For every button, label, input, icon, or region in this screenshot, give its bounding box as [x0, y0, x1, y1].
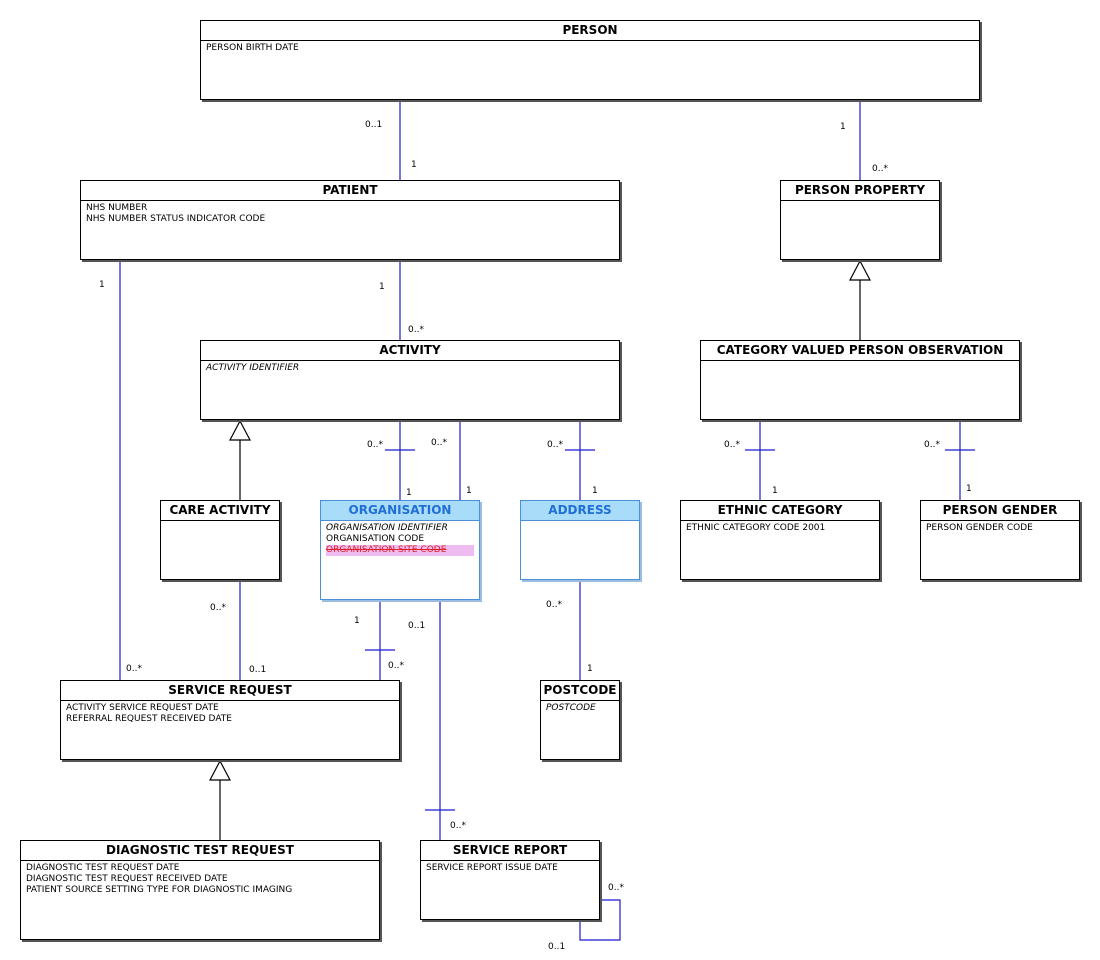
entity-person[interactable]: PERSON PERSON BIRTH DATE [200, 20, 980, 100]
entity-attributes: ACTIVITY IDENTIFIER [201, 361, 619, 376]
multiplicity-to-care-activity-service-request: 0..1 [249, 665, 267, 675]
multiplicity-from-activity-organisation-b: 0..* [431, 438, 447, 448]
generalization-arrow-icon [849, 259, 871, 281]
multiplicity-to-patient-service-request: 0..* [126, 664, 142, 674]
entity-attributes: PERSON GENDER CODE [921, 521, 1079, 536]
entity-care-activity[interactable]: CARE ACTIVITY [160, 500, 280, 580]
entity-service-report[interactable]: SERVICE REPORT SERVICE REPORT ISSUE DATE [420, 840, 600, 920]
multiplicity-from-service-report-self: 0..* [608, 883, 624, 893]
entity-attribute: ACTIVITY SERVICE REQUEST DATE [66, 703, 219, 713]
entity-title: ACTIVITY [201, 341, 619, 361]
entity-title: PATIENT [81, 181, 619, 201]
entity-title: SERVICE REQUEST [61, 681, 399, 701]
multiplicity-to-organisation-service-request: 0..* [388, 661, 404, 671]
entity-postcode[interactable]: POSTCODE POSTCODE [540, 680, 620, 760]
entity-attributes [701, 361, 1019, 365]
multiplicity-to-address-postcode: 1 [587, 664, 593, 674]
entity-attribute: ORGANISATION SITE CODE [326, 545, 474, 556]
entity-ethnic-category[interactable]: ETHNIC CATEGORY ETHNIC CATEGORY CODE 2001 [680, 500, 880, 580]
entity-title: CATEGORY VALUED PERSON OBSERVATION [701, 341, 1019, 361]
entity-attribute: DIAGNOSTIC TEST REQUEST DATE [26, 863, 180, 873]
multiplicity-to-person-person-property: 0..* [872, 164, 888, 174]
multiplicity-to-organisation-service-report: 0..* [450, 821, 466, 831]
entity-attribute: PERSON BIRTH DATE [206, 43, 299, 53]
multiplicity-from-organisation-service-request: 1 [354, 616, 360, 626]
multiplicity-from-observation-person-gender: 0..* [924, 440, 940, 450]
multiplicity-to-activity-organisation-a: 1 [406, 488, 412, 498]
entity-title: ETHNIC CATEGORY [681, 501, 879, 521]
multiplicity-from-organisation-service-report: 0..1 [408, 621, 426, 631]
multiplicity-from-patient-activity: 1 [379, 282, 385, 292]
multiplicity-from-patient-service-request: 1 [99, 280, 105, 290]
entity-attributes: ETHNIC CATEGORY CODE 2001 [681, 521, 879, 536]
multiplicity-to-activity-address: 1 [592, 486, 598, 496]
entity-activity[interactable]: ACTIVITY ACTIVITY IDENTIFIER [200, 340, 620, 420]
entity-attributes: PERSON BIRTH DATE [201, 41, 979, 56]
multiplicity-to-observation-ethnic-category: 1 [772, 486, 778, 496]
entity-attributes [781, 201, 939, 205]
entity-title: PERSON GENDER [921, 501, 1079, 521]
entity-attributes [521, 521, 639, 525]
entity-attribute: ACTIVITY IDENTIFIER [206, 363, 300, 373]
generalization-arrow-icon [229, 419, 251, 441]
entity-title: PERSON [201, 21, 979, 41]
multiplicity-to-service-report-self: 0..1 [548, 942, 566, 952]
entity-attribute: NHS NUMBER STATUS INDICATOR CODE [86, 214, 266, 224]
multiplicity-from-person-person-property: 1 [840, 122, 846, 132]
entity-attribute: DIAGNOSTIC TEST REQUEST RECEIVED DATE [26, 874, 228, 884]
entity-person-gender[interactable]: PERSON GENDER PERSON GENDER CODE [920, 500, 1080, 580]
entity-attribute: SERVICE REPORT ISSUE DATE [426, 863, 558, 873]
entity-attributes: SERVICE REPORT ISSUE DATE [421, 861, 599, 876]
entity-attributes [161, 521, 279, 525]
entity-attribute: NHS NUMBER [86, 203, 148, 213]
entity-attribute: PERSON GENDER CODE [926, 523, 1033, 533]
association-line-service-report-self [579, 899, 621, 941]
entity-title: DIAGNOSTIC TEST REQUEST [21, 841, 379, 861]
multiplicity-from-activity-address: 0..* [547, 440, 563, 450]
entity-title: ADDRESS [521, 501, 639, 521]
entity-title: PERSON PROPERTY [781, 181, 939, 201]
multiplicity-from-observation-ethnic-category: 0..* [724, 440, 740, 450]
entity-address[interactable]: ADDRESS [520, 500, 640, 580]
entity-attribute: ORGANISATION IDENTIFIER [326, 523, 448, 533]
multiplicity-to-observation-person-gender: 1 [966, 484, 972, 494]
multiplicity-to-activity-organisation-b: 1 [466, 486, 472, 496]
entity-title: POSTCODE [541, 681, 619, 701]
entity-attributes: POSTCODE [541, 701, 619, 716]
entity-attribute: ETHNIC CATEGORY CODE 2001 [686, 523, 826, 533]
entity-title: ORGANISATION [321, 501, 479, 521]
entity-attribute: PATIENT SOURCE SETTING TYPE FOR DIAGNOST… [26, 885, 293, 895]
multiplicity-from-activity-organisation-a: 0..* [367, 440, 383, 450]
entity-person-property[interactable]: PERSON PROPERTY [780, 180, 940, 260]
entity-attribute: REFERRAL REQUEST RECEIVED DATE [66, 714, 232, 724]
multiplicity-to-patient-activity: 0..* [408, 325, 424, 335]
entity-attribute: ORGANISATION CODE [326, 534, 425, 544]
entity-category-valued-person-observation[interactable]: CATEGORY VALUED PERSON OBSERVATION [700, 340, 1020, 420]
entity-attribute: POSTCODE [546, 703, 596, 713]
entity-title: SERVICE REPORT [421, 841, 599, 861]
multiplicity-to-person-patient: 1 [411, 160, 417, 170]
multiplicity-from-person-patient: 0..1 [365, 120, 383, 130]
entity-title: CARE ACTIVITY [161, 501, 279, 521]
multiplicity-from-address-postcode: 0..* [546, 600, 562, 610]
multiplicity-from-care-activity-service-request: 0..* [210, 603, 226, 613]
generalization-arrow-icon [209, 759, 231, 781]
